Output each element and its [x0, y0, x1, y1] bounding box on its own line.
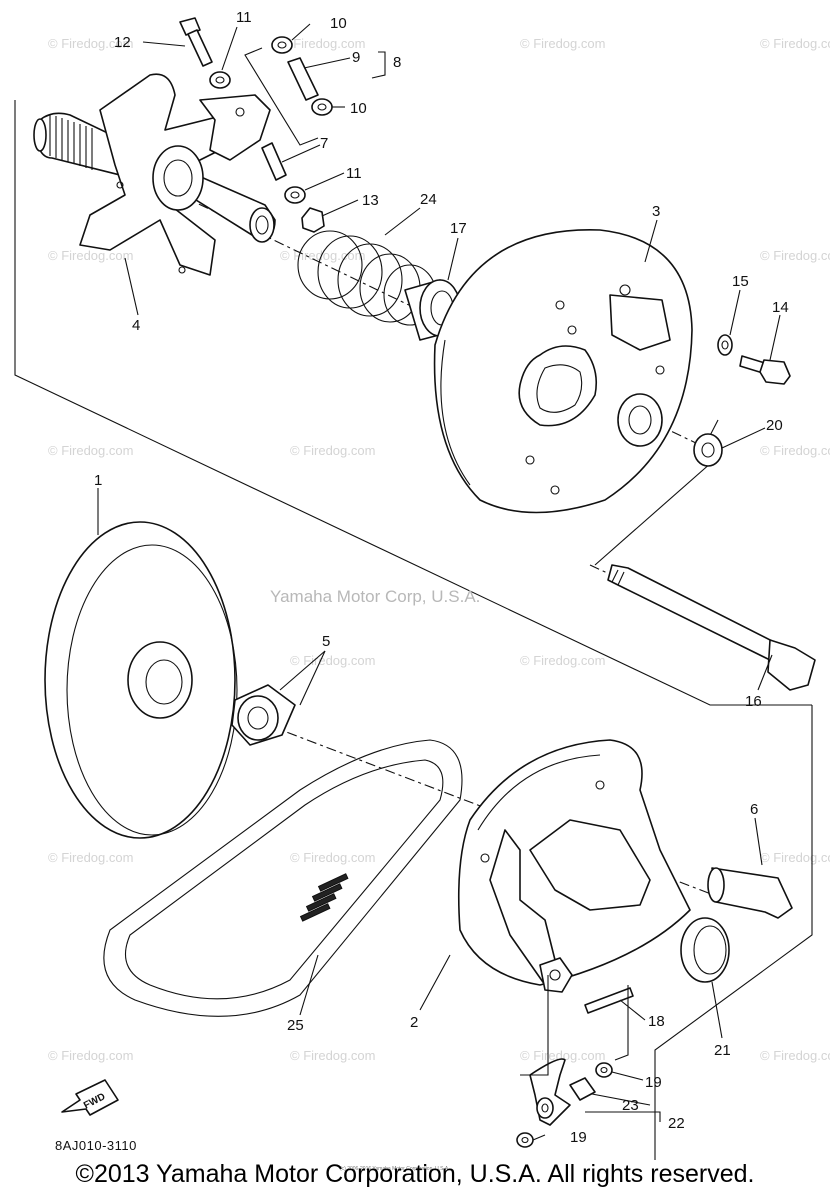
- part-10-washer-upper: [271, 36, 293, 54]
- part-7-pin: [261, 142, 287, 181]
- part-23-pin: [569, 1077, 596, 1101]
- callout-13: 13: [362, 192, 379, 209]
- part-3-sheave-cap: [433, 229, 693, 514]
- watermark: © Firedog.com: [48, 850, 133, 865]
- part-code: 8AJ010-3110: [55, 1138, 137, 1153]
- callout-11: 11: [236, 9, 252, 26]
- bracket-outline: [244, 47, 319, 146]
- part-25-drive-belt: [103, 739, 463, 1017]
- callout-3: 3: [652, 203, 660, 220]
- part-15-washer: [717, 334, 733, 356]
- part-6-sleeve: [707, 867, 793, 919]
- part-4-fixed-sheave-shaft: [33, 73, 276, 276]
- watermark: © Firedog.com: [290, 850, 375, 865]
- watermark: © Firedog.com: [760, 443, 830, 458]
- callout-1: 1: [94, 472, 102, 489]
- callout-21: 21: [714, 1042, 731, 1059]
- callout-19: 19: [645, 1074, 662, 1091]
- callout-12: 12: [114, 34, 131, 51]
- watermark: © Firedog.com: [760, 248, 830, 263]
- watermark: © Firedog.com: [760, 850, 830, 865]
- part-16-bolt: [607, 564, 816, 691]
- part-11-washer-lower: [284, 186, 306, 204]
- frame-lines: [14, 100, 813, 1160]
- copyright-notice: ©2013 Yamaha Motor Corporation, U.S.A. A…: [75, 1160, 755, 1188]
- part-12-bolt: [179, 17, 213, 67]
- part-21-seal-ring: [680, 917, 730, 983]
- callout-16: 16: [745, 693, 762, 710]
- watermark: © Firedog.com: [520, 653, 605, 668]
- fine-print: (c) 2006-2016 Yamaha Motor Corporation, …: [340, 1166, 450, 1172]
- callout-25: 25: [287, 1017, 304, 1034]
- callout-23: 23: [622, 1097, 639, 1114]
- watermark: © Firedog.com: [280, 36, 365, 51]
- part-13-nut: [301, 207, 325, 233]
- watermark: © Firedog.com: [520, 1048, 605, 1063]
- watermark: © Firedog.com: [48, 443, 133, 458]
- lower-bracket-lines: [520, 975, 629, 1076]
- watermark: © Firedog.com: [48, 1048, 133, 1063]
- center-watermark: Yamaha Motor Corp, U.S.A.: [270, 587, 480, 606]
- callout-18: 18: [648, 1013, 665, 1030]
- part-20-collar: [693, 433, 723, 467]
- part-14-bolt: [739, 355, 791, 385]
- part-19-washer-upper: [595, 1062, 613, 1078]
- callout-10: 10: [350, 100, 367, 117]
- callout-10: 10: [330, 15, 347, 32]
- watermark: © Firedog.com: [48, 248, 133, 263]
- watermark: © Firedog.com: [290, 1048, 375, 1063]
- part-2-primary-housing: [457, 739, 691, 993]
- watermark: © Firedog.com: [760, 36, 830, 51]
- watermark: © Firedog.com: [48, 36, 133, 51]
- part-18-pin: [584, 987, 634, 1014]
- part-1-sliding-sheave: [44, 521, 238, 839]
- part-22-cam-weight: [529, 1058, 571, 1126]
- callout-20: 20: [766, 417, 783, 434]
- callout-6: 6: [750, 801, 758, 818]
- callout-numbers: 12 11 10 9 8 10 7 11 13 24 17 3 15 14 20…: [94, 9, 789, 1146]
- callout-19: 19: [570, 1129, 587, 1146]
- callout-24: 24: [420, 191, 437, 208]
- part-19-washer-lower: [516, 1132, 534, 1148]
- callout-11: 11: [346, 165, 362, 182]
- watermark: © Firedog.com: [290, 653, 375, 668]
- callout-4: 4: [132, 317, 140, 334]
- part-9-pin: [287, 57, 319, 101]
- part-10-washer-lower: [311, 98, 333, 116]
- part-11-washer-upper: [209, 71, 231, 89]
- callout-17: 17: [450, 220, 467, 237]
- callout-5: 5: [322, 633, 330, 650]
- callout-15: 15: [732, 273, 749, 290]
- fwd-arrow-icon: FWD: [61, 1079, 119, 1116]
- callout-22: 22: [668, 1115, 685, 1132]
- callout-leader-lines: [97, 23, 781, 1141]
- part-5-bushing: [231, 684, 296, 746]
- callout-14: 14: [772, 299, 789, 316]
- watermark: © Firedog.com: [520, 36, 605, 51]
- watermark: © Firedog.com: [290, 443, 375, 458]
- callout-7: 7: [320, 135, 328, 152]
- watermark: © Firedog.com: [760, 1048, 830, 1063]
- callout-2: 2: [410, 1014, 418, 1031]
- callout-8: 8: [393, 54, 401, 71]
- callout-9: 9: [352, 49, 360, 66]
